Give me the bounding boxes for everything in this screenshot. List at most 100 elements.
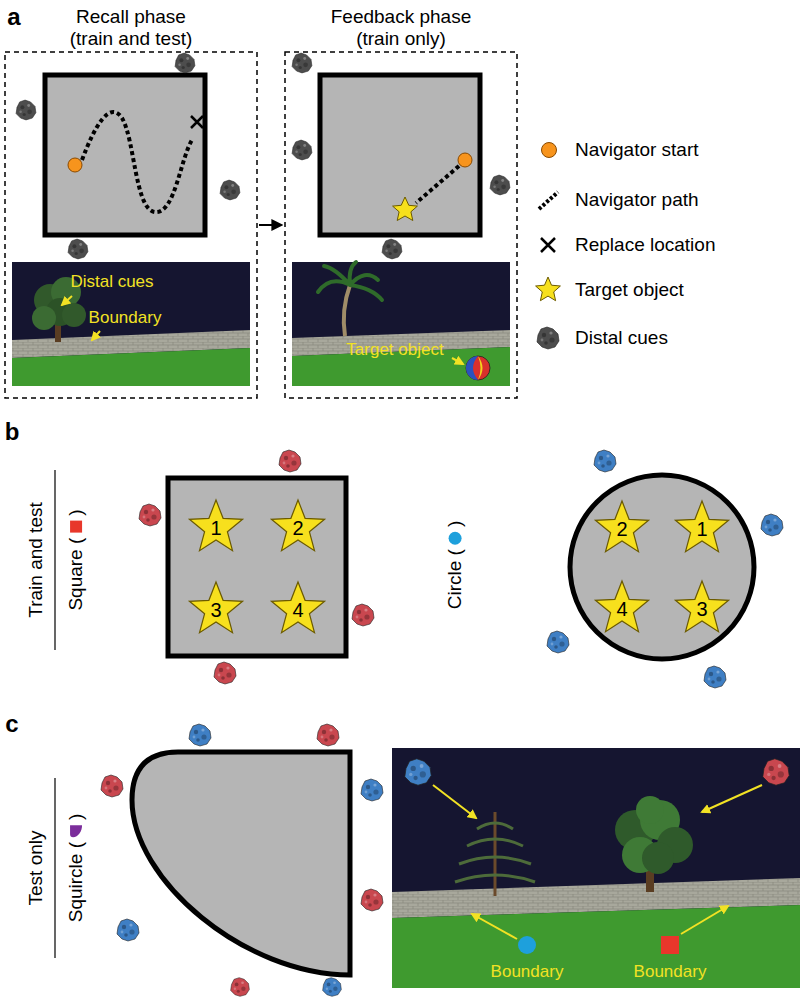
arena-name: Square ( bbox=[65, 538, 87, 611]
arena-squircle bbox=[54, 778, 55, 958]
arena-squircle bbox=[117, 919, 139, 941]
arena-squircle bbox=[361, 779, 383, 801]
phase-panel: Feedback phase (train only) Target object bbox=[285, 4, 517, 400]
star-outline bbox=[189, 582, 242, 633]
scene-view-art bbox=[466, 356, 490, 380]
phase-frame bbox=[5, 52, 517, 398]
arena-circle bbox=[704, 666, 726, 688]
arena-square bbox=[55, 450, 374, 684]
target-star: 1 bbox=[187, 497, 245, 555]
scene-view-art bbox=[92, 331, 100, 340]
phase-heading: Feedback phase (train only) bbox=[326, 6, 476, 50]
legend-sample bbox=[541, 238, 555, 252]
legend-swatch bbox=[541, 142, 557, 158]
arena-circle bbox=[761, 514, 783, 536]
arena-square bbox=[279, 450, 301, 472]
callout-number: 4 bbox=[616, 598, 627, 621]
scene-view: Distal cuesBoundary bbox=[12, 262, 250, 386]
arena-map bbox=[490, 175, 510, 195]
panel-letter: a bbox=[7, 3, 20, 31]
scene-label: Target object bbox=[346, 340, 443, 360]
scene-view: Target object bbox=[292, 262, 510, 386]
panel-letter: c bbox=[5, 710, 18, 738]
scene-view-art bbox=[392, 905, 800, 988]
callout-number: 3 bbox=[210, 599, 221, 622]
scene-label: Boundary bbox=[491, 962, 564, 982]
arena-square bbox=[168, 478, 346, 656]
target-star: 3 bbox=[187, 579, 245, 637]
arena-circle bbox=[547, 631, 569, 653]
legend-text: Distal cues bbox=[575, 327, 668, 348]
star-outline bbox=[271, 582, 324, 633]
target-star: 3 bbox=[673, 578, 731, 636]
arena-label: Square () bbox=[65, 509, 87, 610]
arena-map bbox=[458, 153, 472, 167]
legend-text: Replace location bbox=[575, 234, 715, 255]
scene-view-art bbox=[12, 262, 250, 386]
legend-item: Replace location bbox=[575, 234, 715, 256]
arena-squircle bbox=[317, 724, 339, 746]
arena-icon bbox=[70, 825, 82, 837]
scene-view-art bbox=[452, 358, 463, 364]
arena-map bbox=[191, 116, 203, 128]
scene-view-art bbox=[62, 296, 72, 305]
star-outline bbox=[675, 581, 728, 632]
arena-icon bbox=[447, 530, 463, 546]
arena-map bbox=[220, 180, 240, 200]
arena-circle bbox=[547, 450, 783, 688]
scene-view-art bbox=[494, 812, 497, 896]
legend-sample bbox=[536, 192, 561, 349]
arena-icon bbox=[70, 521, 82, 533]
scene-label: Boundary bbox=[634, 962, 707, 982]
arena-map bbox=[82, 112, 192, 212]
arena-icon bbox=[68, 823, 84, 839]
arena-squircle bbox=[101, 775, 123, 797]
star-outline bbox=[675, 501, 728, 552]
star-outline bbox=[189, 500, 242, 551]
arena-square bbox=[214, 662, 236, 684]
arena-squircle bbox=[132, 752, 350, 975]
target-star: 2 bbox=[593, 498, 651, 556]
arena-squircle bbox=[231, 978, 250, 997]
legend-item: Target object bbox=[575, 279, 684, 301]
arena-map bbox=[292, 53, 312, 73]
legend-sample bbox=[536, 277, 561, 301]
arena-map bbox=[16, 53, 240, 259]
arena-name: Circle ( bbox=[444, 549, 466, 609]
scene-label: Boundary bbox=[89, 308, 162, 328]
arena-label: Squircle () bbox=[65, 814, 87, 923]
scene-view-art bbox=[32, 306, 56, 330]
arena-map bbox=[320, 75, 480, 235]
phase-heading: Recall phase (train and test) bbox=[56, 6, 206, 50]
callout-number: 2 bbox=[616, 518, 627, 541]
arena-map bbox=[16, 100, 36, 120]
target-star: 1 bbox=[673, 498, 731, 556]
scene-view-art bbox=[763, 759, 789, 785]
callout-number: 1 bbox=[696, 518, 707, 541]
arena-squircle bbox=[323, 978, 342, 997]
scene-view-art bbox=[318, 262, 382, 300]
scene-view-art bbox=[518, 936, 536, 954]
arena-name: ) bbox=[65, 814, 87, 820]
arena-map bbox=[416, 166, 459, 203]
arena-square bbox=[54, 470, 55, 650]
scene-view-art bbox=[681, 906, 728, 934]
scene-view-art bbox=[455, 823, 535, 882]
legend-item: Navigator path bbox=[575, 189, 699, 211]
legend-text: Target object bbox=[575, 279, 684, 300]
phase-panel: Recall phase (train and test) Distal cues… bbox=[5, 4, 257, 400]
scene-view-art bbox=[478, 356, 483, 380]
phase-frame bbox=[259, 224, 281, 226]
scene-view-art bbox=[344, 285, 350, 336]
scene-view-art bbox=[292, 262, 510, 386]
arena-map bbox=[175, 53, 195, 73]
scene-view-art bbox=[12, 348, 250, 386]
arena-square bbox=[139, 504, 161, 526]
scene-view-art bbox=[642, 842, 674, 874]
arena-name: ) bbox=[65, 509, 87, 515]
panel-letter: b bbox=[5, 418, 20, 446]
arena-map bbox=[393, 197, 418, 221]
callout-number: 3 bbox=[696, 598, 707, 621]
callout-number: 4 bbox=[292, 599, 303, 622]
